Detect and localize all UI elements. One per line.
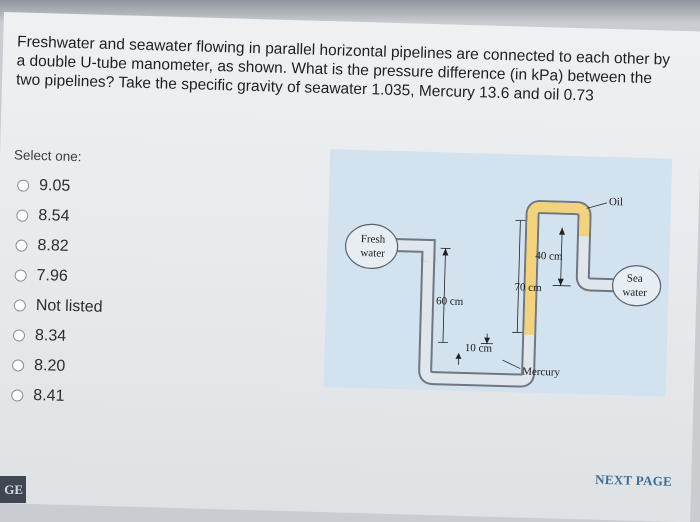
quiz-card: Freshwater and seawater flowing in paral… (0, 12, 700, 522)
option-label: 9.05 (39, 177, 71, 196)
fresh-water-pipe-end (345, 224, 398, 269)
manometer-figure: Fresh water Sea water Oil Mercury 60 cm (324, 149, 673, 396)
select-one-label: Select one: (14, 147, 82, 164)
radio-button[interactable] (12, 359, 24, 371)
answer-options: 9.05 8.54 8.82 7.96 Not listed 8.34 8.20 (11, 170, 106, 412)
dim-10-label: 10 cm (465, 342, 493, 355)
option-label: 8.54 (38, 207, 70, 226)
oil-label: Oil (609, 196, 623, 208)
radio-button[interactable] (14, 269, 26, 281)
option-label: 8.41 (33, 387, 65, 406)
option-not-listed[interactable]: Not listed (13, 290, 103, 322)
next-page-button[interactable]: NEXT PAGE (595, 472, 672, 490)
option-8-20[interactable]: 8.20 (12, 350, 102, 382)
option-8-82[interactable]: 8.82 (15, 230, 105, 262)
option-9-05[interactable]: 9.05 (17, 170, 107, 202)
sea-water-label-1: Sea (627, 272, 643, 284)
sea-water-pipe-end (612, 265, 661, 306)
fresh-water-label-2: water (360, 247, 385, 260)
corner-page-badge: GE (0, 476, 26, 503)
radio-button[interactable] (15, 239, 27, 251)
option-label: 8.20 (34, 357, 66, 376)
dim-40-label: 40 cm (535, 250, 563, 263)
radio-button[interactable] (16, 209, 28, 221)
dimension-line-70 (517, 220, 520, 332)
dim-70-label: 70 cm (514, 281, 542, 294)
option-8-34[interactable]: 8.34 (13, 320, 103, 352)
manometer-diagram: Fresh water Sea water Oil Mercury 60 cm (324, 149, 673, 396)
mercury-label: Mercury (522, 366, 561, 379)
radio-button[interactable] (11, 389, 23, 401)
option-8-41[interactable]: 8.41 (11, 380, 101, 412)
option-label: 8.34 (35, 327, 67, 346)
dim-60-label: 60 cm (436, 295, 464, 308)
option-label: 8.82 (37, 237, 69, 256)
option-7-96[interactable]: 7.96 (14, 260, 104, 292)
option-label: Not listed (36, 297, 103, 317)
fresh-water-label-1: Fresh (361, 233, 386, 246)
radio-button[interactable] (17, 179, 29, 191)
radio-button[interactable] (13, 329, 25, 341)
option-label: 7.96 (36, 267, 68, 286)
question-text: Freshwater and seawater flowing in paral… (16, 32, 677, 107)
radio-button[interactable] (14, 299, 26, 311)
option-8-54[interactable]: 8.54 (16, 200, 106, 232)
sea-water-label-2: water (622, 286, 647, 299)
